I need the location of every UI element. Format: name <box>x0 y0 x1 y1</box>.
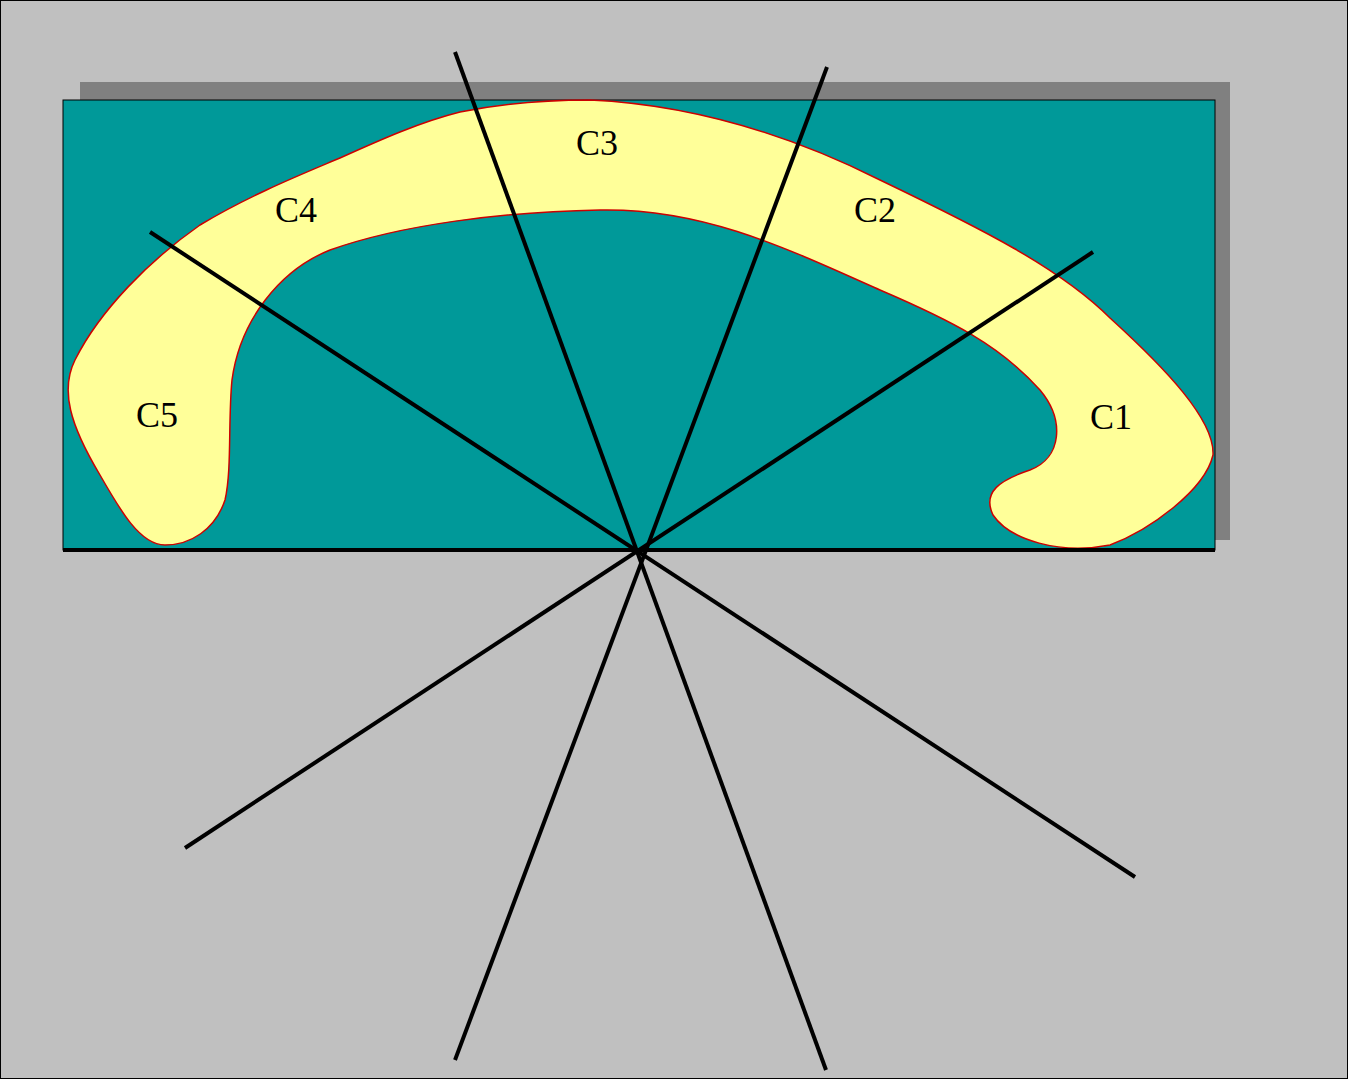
segment-label: C4 <box>275 192 317 228</box>
panel <box>63 100 1215 550</box>
radial-line <box>150 232 1135 877</box>
segment-label: C5 <box>136 397 178 433</box>
segment-label: C2 <box>854 192 896 228</box>
radial-line <box>455 52 826 1070</box>
segment-label: C3 <box>576 125 618 161</box>
radial-lines <box>63 52 1215 1070</box>
radial-line <box>455 67 827 1060</box>
corpus-callosum <box>68 100 1213 548</box>
base-line <box>63 548 1215 552</box>
segment-label: C1 <box>1090 399 1132 435</box>
